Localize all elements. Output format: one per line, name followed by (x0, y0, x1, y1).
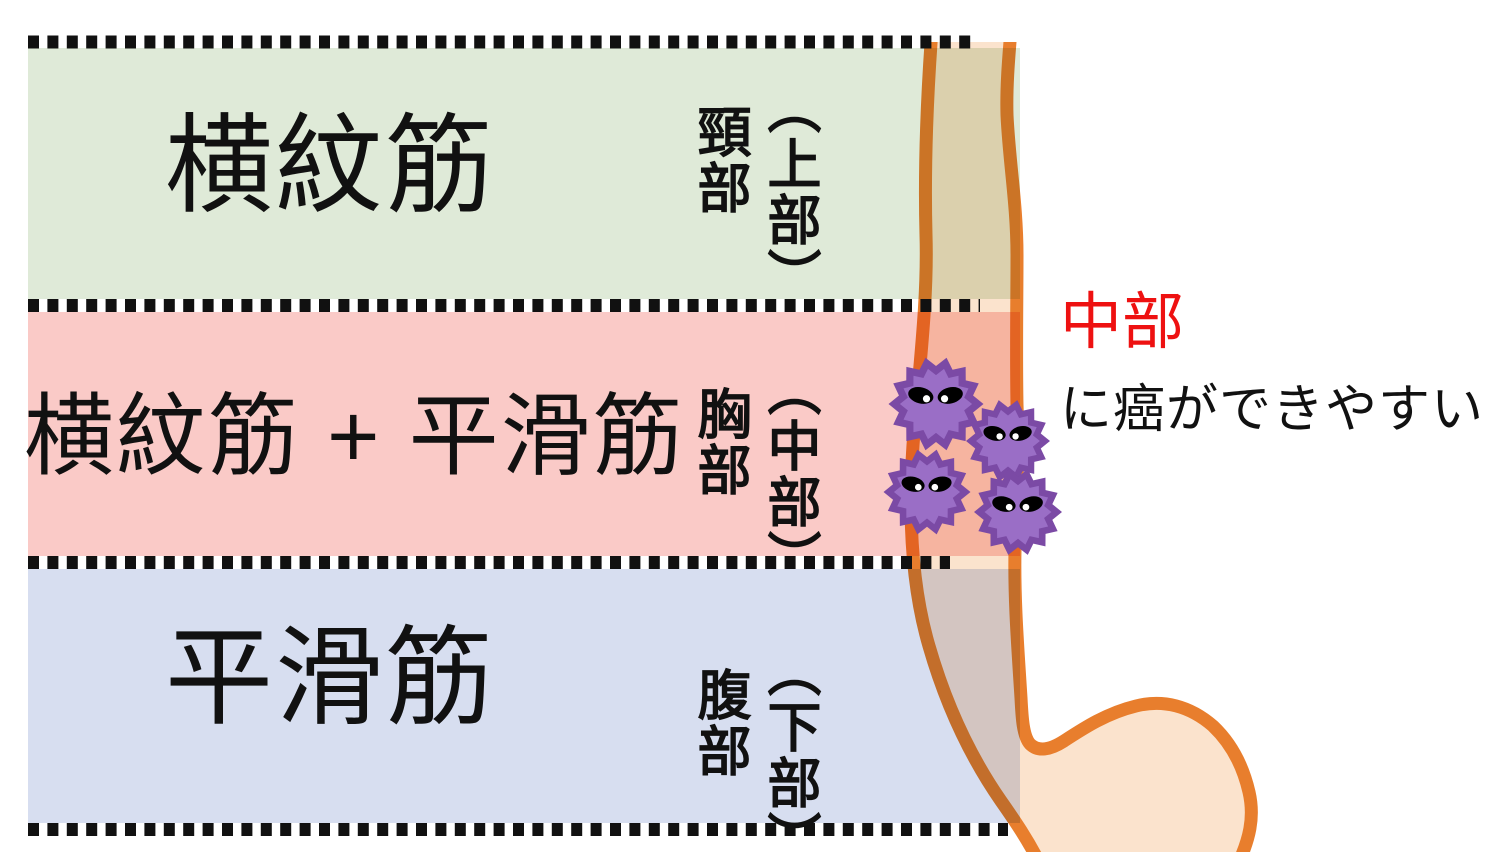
muscle-label-mixed: 横紋筋 + 平滑筋 (24, 387, 685, 487)
region-label-upper-paren: （上部） (759, 80, 819, 304)
annotation-text: に癌ができやすい (1060, 381, 1485, 439)
annotation-highlight: 中部 (1060, 288, 1185, 357)
region-label-lower-paren: （下部） (759, 643, 819, 852)
annotation-block: 中部 に癌ができやすい (1060, 288, 1485, 439)
region-label-abdominal: 腹部 (689, 667, 749, 779)
band-upper-striated (28, 48, 1020, 299)
muscle-label-smooth: 平滑筋 (164, 617, 495, 738)
region-label-middle-paren: （中部） (759, 362, 819, 586)
region-label-thoracic: 胸部 (689, 386, 749, 498)
band-middle-mixed (28, 312, 1020, 556)
muscle-label-striated: 横紋筋 (164, 105, 495, 226)
band-lower-smooth (28, 569, 1020, 823)
region-label-cervical: 頸部 (689, 104, 749, 216)
